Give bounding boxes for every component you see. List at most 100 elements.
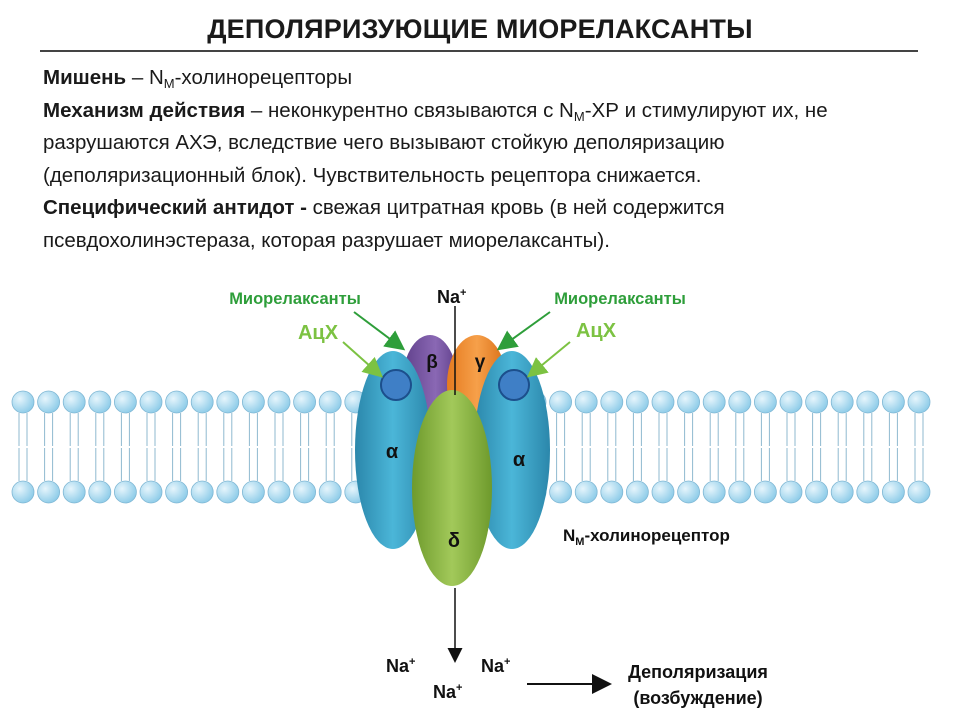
lipid-head [830, 390, 854, 414]
mechanism-label: Механизм действия [43, 98, 246, 122]
lipid-head [37, 390, 60, 414]
lipid-head [600, 480, 624, 504]
lipid-head [318, 390, 342, 414]
lipid-head [318, 480, 342, 504]
lipid-head [88, 390, 112, 414]
result-line-2: (возбуждение) [633, 688, 762, 708]
lipid-head [293, 390, 317, 414]
alpha-subunit-right [474, 351, 550, 549]
beta-label: β [426, 352, 438, 373]
lipid-head [549, 390, 572, 414]
lipid-head [190, 390, 214, 414]
receptor-name: NМ-холинорецептор [563, 526, 730, 548]
lipid-head [216, 480, 240, 504]
result-line-1: Деполяризация [628, 662, 768, 682]
lipid-head [62, 390, 86, 414]
mechanism-part2: -ХР и стимулируют их, не разрушаются АХЭ… [43, 98, 828, 187]
lipid-head [293, 480, 317, 504]
lipid-head [882, 480, 905, 504]
lipid-head [88, 480, 112, 504]
mechanism-sub: М [573, 108, 585, 124]
lipid-head [37, 480, 60, 504]
lipid-head [11, 390, 35, 414]
page-title: ДЕПОЛЯРИЗУЮЩИЕ МИОРЕЛАКСАНТЫ [207, 14, 753, 44]
relaxant-label-right: Миорелаксанты [554, 290, 686, 308]
lipid-head [574, 390, 598, 414]
relaxant-arrow-left [353, 311, 406, 351]
delta-subunit [412, 390, 492, 586]
mechanism-dash: – [245, 98, 268, 122]
lipid-head [11, 480, 35, 504]
antidote-label: Специфический антидот [43, 196, 295, 219]
lipid-head [728, 480, 752, 504]
lipid-head [139, 480, 163, 504]
alpha-label-left: α [386, 441, 399, 463]
target-sub: М [163, 76, 175, 91]
lipid-head [779, 480, 803, 504]
receptor-complex [355, 335, 550, 586]
lipid-head [856, 390, 880, 414]
alpha-label-right: α [513, 449, 526, 471]
na-bottom-left: Na+ [386, 656, 415, 676]
relaxant-label-left: Миорелаксанты [229, 290, 361, 308]
na-bottom-center: Na+ [433, 682, 462, 702]
ach-arrow-right [526, 341, 571, 378]
text-block: Мишень – NМ-холинорецепторы Механизм дей… [43, 62, 923, 257]
ach-label-right: АцХ [576, 320, 617, 342]
lipid-head [267, 390, 291, 414]
lipid-head [241, 390, 265, 414]
target-dash: – [126, 66, 149, 89]
antidote-paragraph: Специфический антидот - свежая цитратная… [43, 192, 923, 257]
lipid-head [165, 480, 189, 504]
ach-label-left: АцХ [298, 322, 339, 344]
target-rest: -холинорецепторы [174, 66, 353, 89]
delta-label: δ [448, 530, 460, 552]
lipid-head [882, 390, 905, 414]
antidote-text: свежая цитратная кровь (в ней содержится… [43, 196, 725, 252]
alpha-subunit-left [355, 351, 431, 549]
lipid-head [62, 480, 86, 504]
relaxant-arrow-right [496, 311, 551, 351]
lipid-head [114, 480, 137, 504]
title-divider [40, 50, 918, 52]
lipid-head [779, 390, 803, 414]
lipid-head [267, 480, 291, 504]
target-label: Мишень [43, 66, 127, 89]
lipid-head [907, 390, 931, 414]
lipid-head [626, 390, 649, 414]
lipid-head [702, 390, 726, 414]
antidote-dash: - [294, 196, 313, 219]
lipid-head [907, 480, 931, 504]
lipid-head [856, 480, 880, 504]
lipid-head [114, 390, 137, 414]
lipid-head [165, 390, 189, 414]
lipid-head [190, 480, 214, 504]
lipid-head [754, 480, 777, 504]
lipid-head [574, 480, 598, 504]
lipid-head [216, 390, 240, 414]
lipid-head [754, 390, 777, 414]
na-bottom-right: Na+ [481, 656, 510, 676]
binding-site-left [380, 369, 412, 401]
na-top-label: Na+ [437, 287, 466, 307]
lipid-head [805, 390, 828, 414]
lipid-head [830, 480, 854, 504]
lipid-head [728, 390, 752, 414]
lipid-head [139, 390, 163, 414]
lipid-head [805, 480, 828, 504]
ach-arrow-left [342, 341, 383, 378]
lipid-head [651, 390, 675, 414]
lipid-head [677, 390, 700, 414]
lipid-head [241, 480, 265, 504]
lipid-head [677, 480, 700, 504]
binding-site-right [498, 369, 530, 401]
mechanism-paragraph: Механизм действия – неконкурентно связыв… [43, 95, 923, 193]
lipid-head [549, 480, 572, 504]
target-paragraph: Мишень – NМ-холинорецепторы [43, 62, 923, 95]
mechanism-part1: неконкурентно связываются с N [267, 98, 574, 122]
lipid-head [600, 390, 624, 414]
lipid-head [651, 480, 675, 504]
gamma-label: γ [475, 352, 486, 373]
lipid-head [702, 480, 726, 504]
